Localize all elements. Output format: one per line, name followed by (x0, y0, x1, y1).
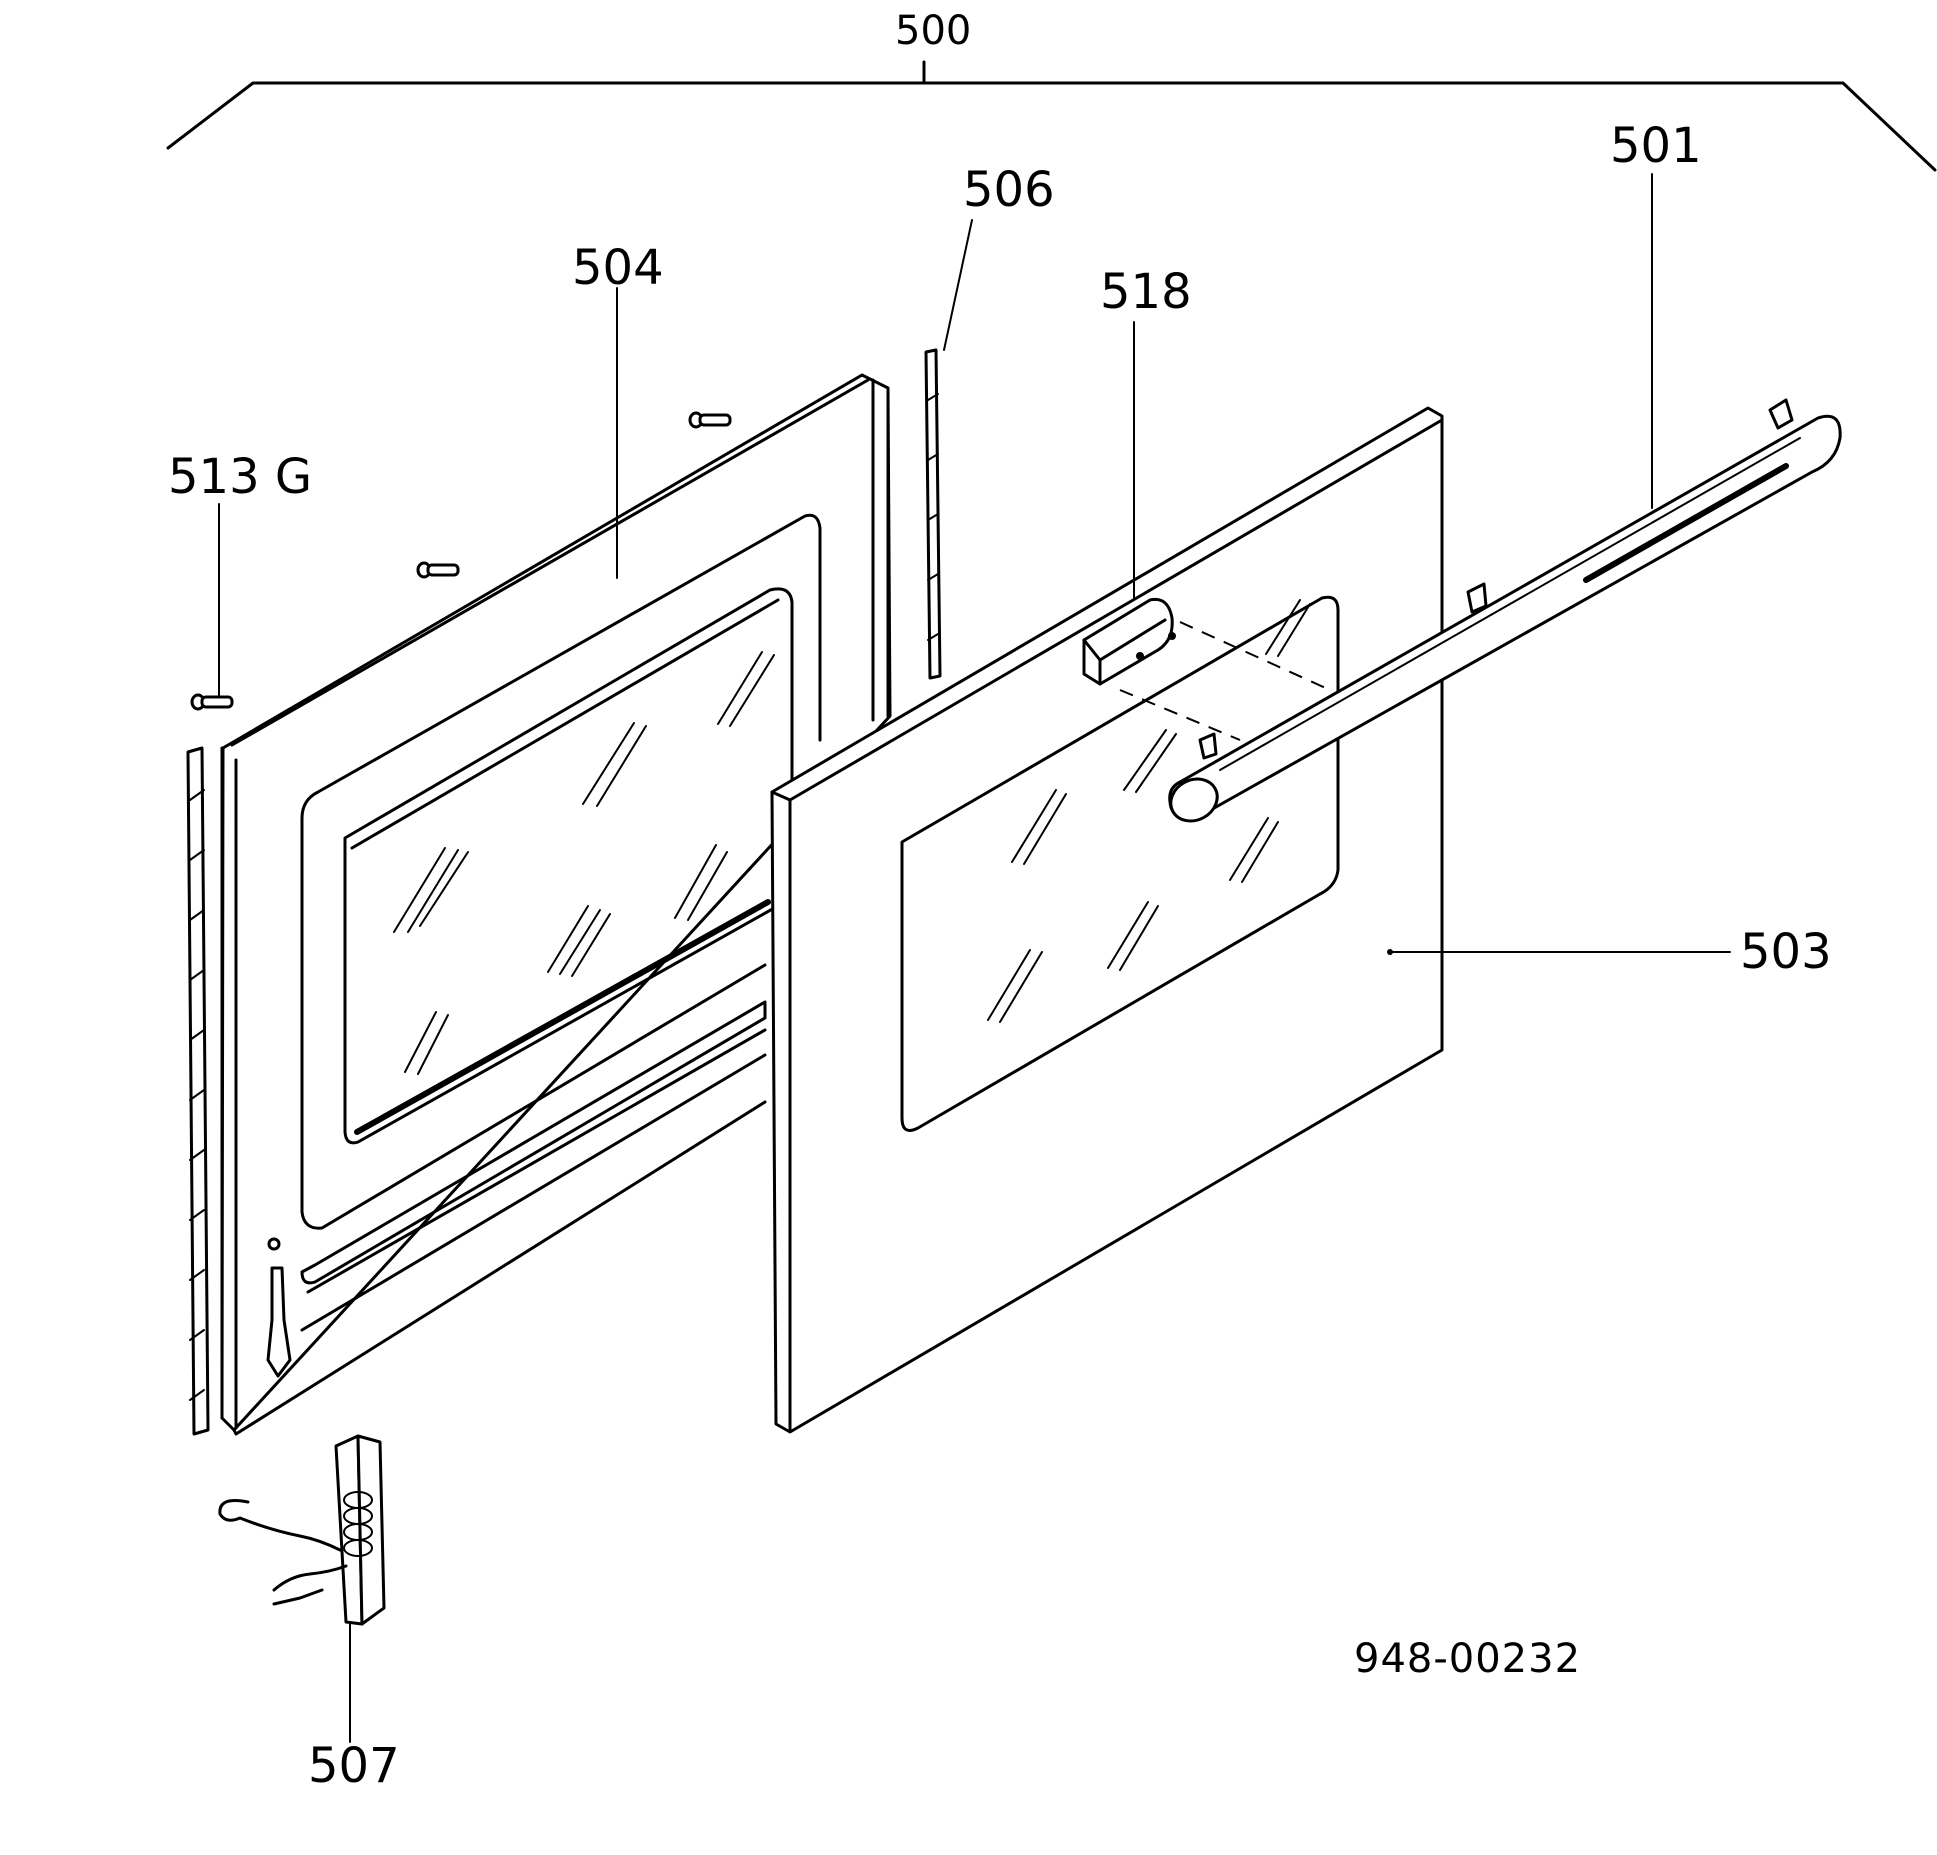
screw-icon (688, 411, 732, 429)
label-506: 506 (963, 162, 1055, 218)
handle-bracket (1082, 597, 1176, 686)
handle-bar (1168, 398, 1842, 823)
label-507: 507 (308, 1738, 400, 1794)
label-501: 501 (1610, 118, 1702, 174)
label-513G: 513 G (168, 449, 312, 505)
dashed-guide (1179, 621, 1331, 691)
assembly-bracket (166, 60, 1937, 172)
seal-strip-506 (924, 348, 942, 680)
label-518: 518 (1100, 264, 1192, 320)
hinge-assembly (218, 1434, 386, 1626)
screw-icon (190, 693, 234, 711)
leader-506 (943, 219, 973, 351)
label-504: 504 (572, 240, 664, 296)
drawing-code: 948-00232 (1354, 1636, 1581, 1682)
left-seal-strip (186, 746, 210, 1436)
label-503: 503 (1740, 924, 1832, 980)
screw-icon (416, 561, 460, 579)
dashed-guide (1119, 689, 1241, 741)
label-500: 500 (895, 8, 971, 54)
